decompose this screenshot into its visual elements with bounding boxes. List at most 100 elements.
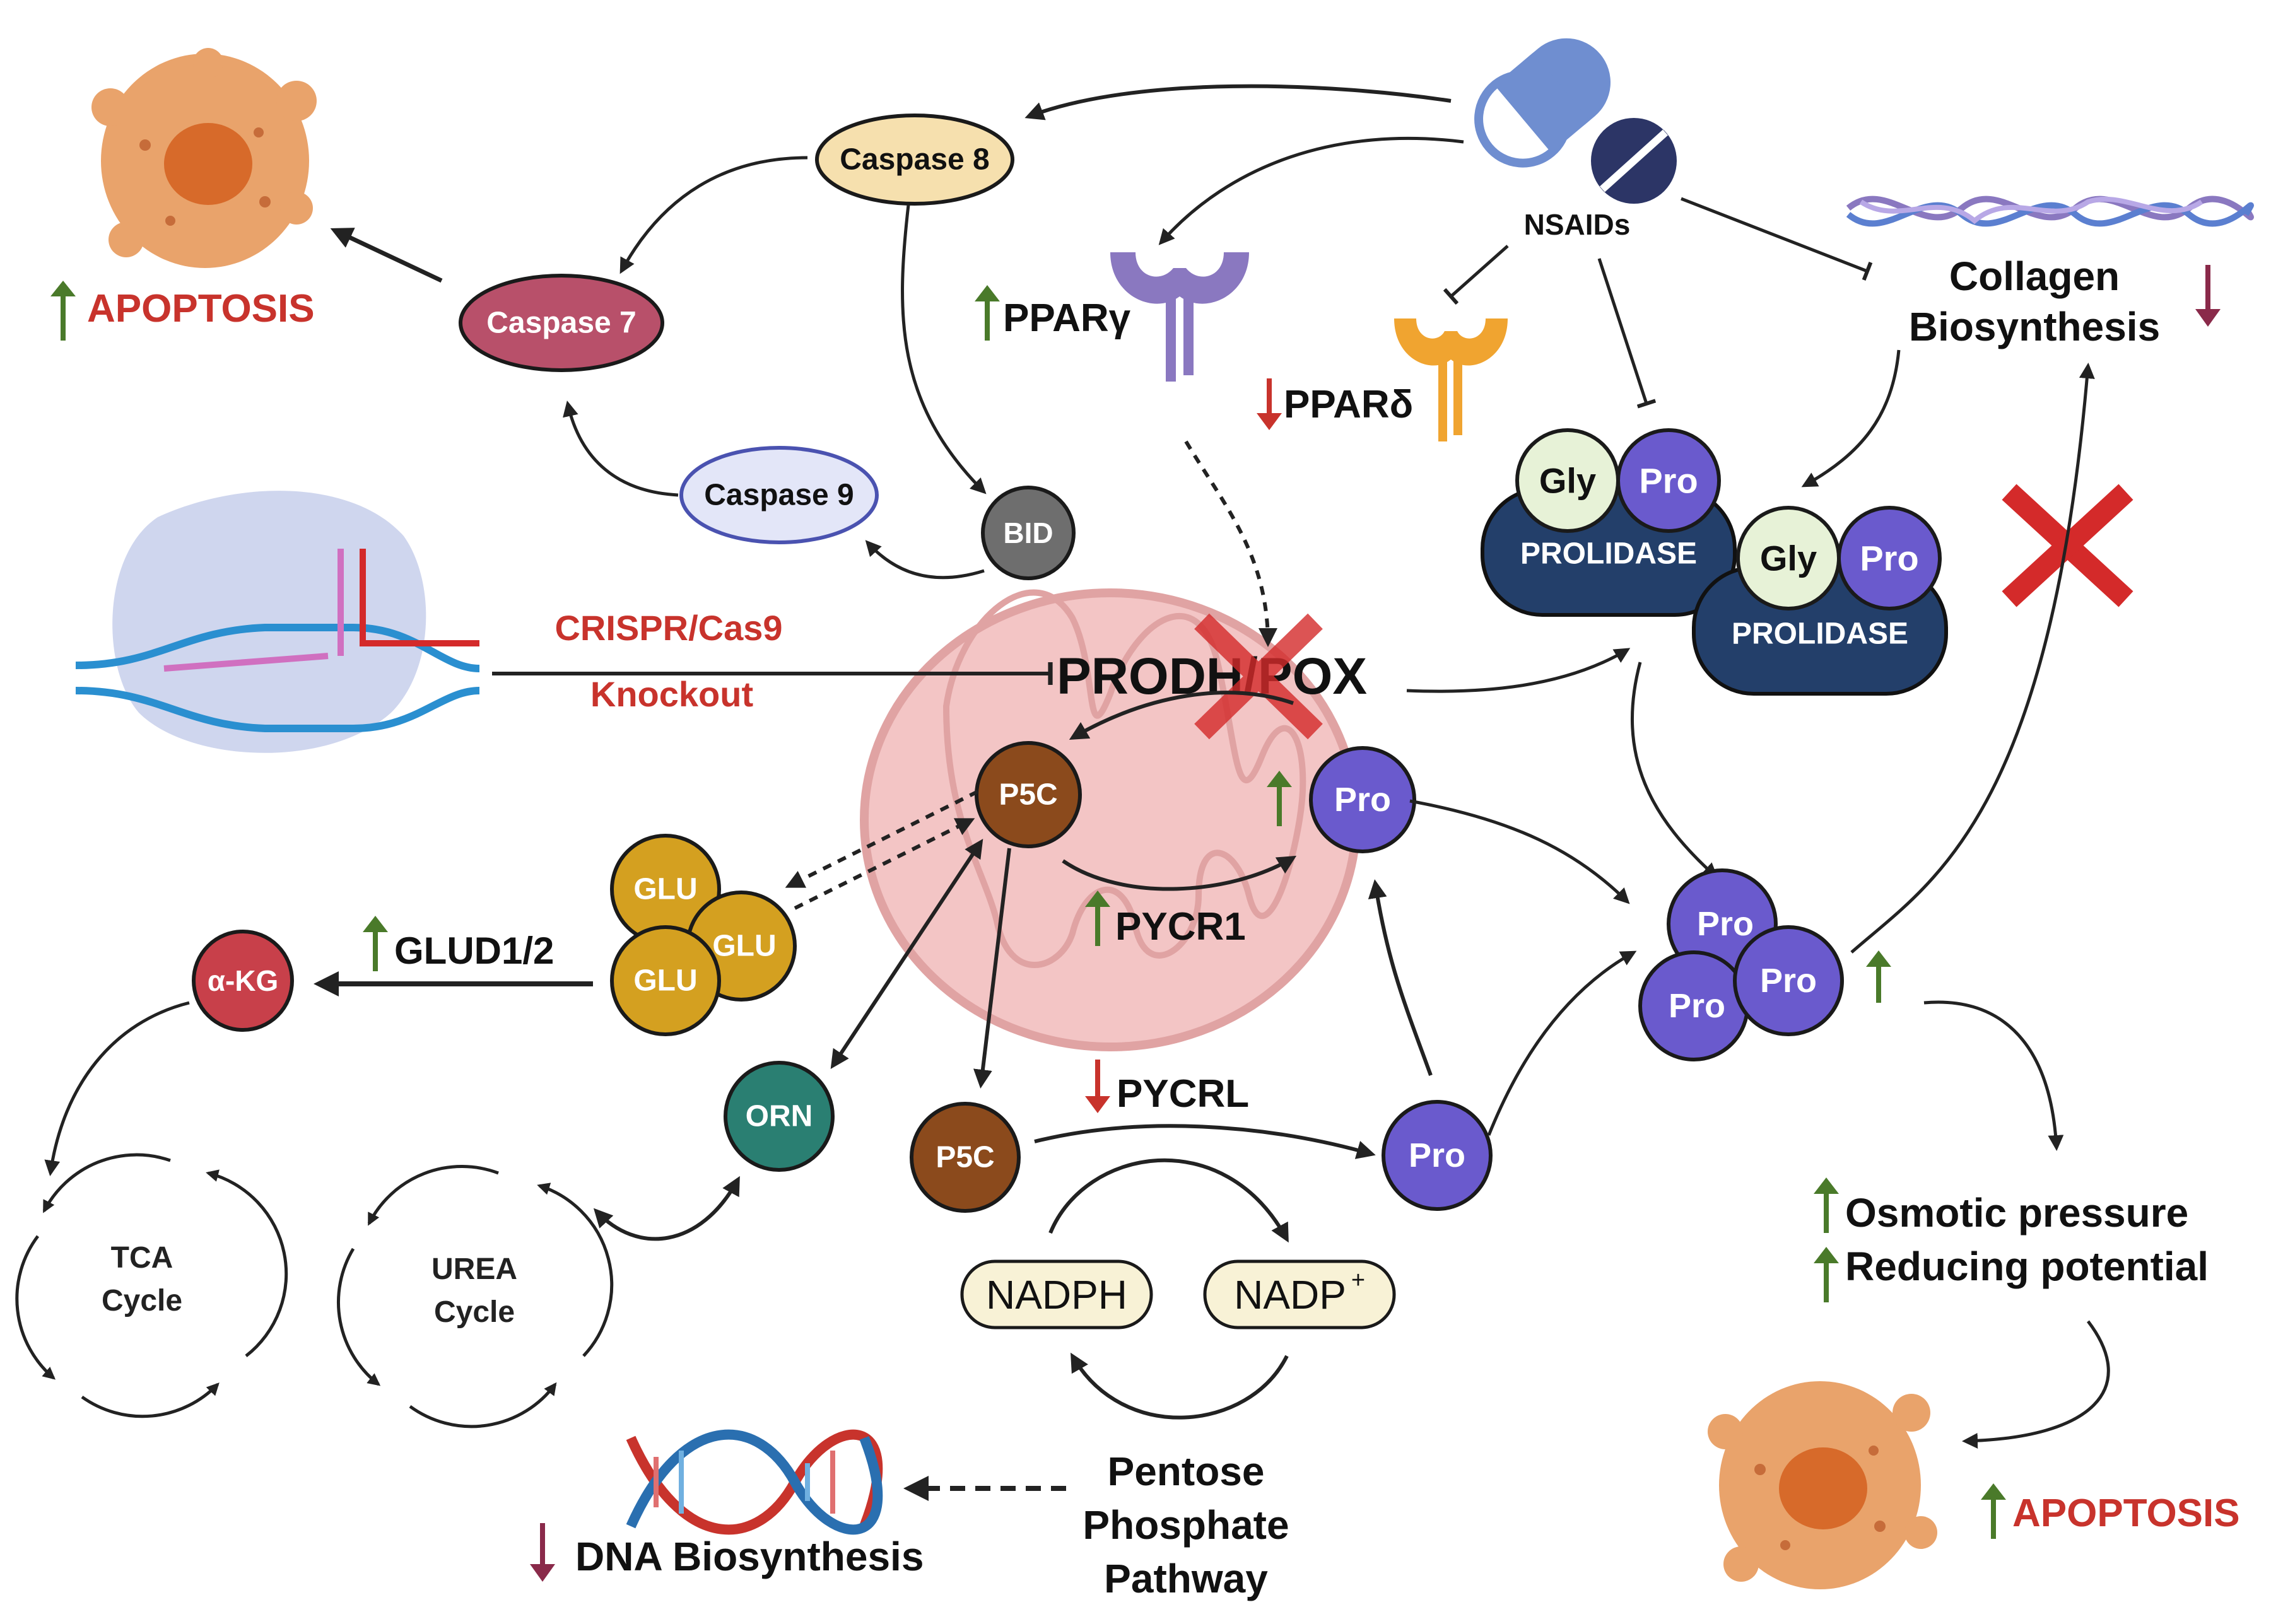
glu-label-1: GLU: [633, 873, 697, 906]
akg-to-tca-arrow: [44, 1001, 190, 1176]
caspase7-to-apoptosis-arrow: [330, 228, 443, 283]
tca-label-line2: Cycle: [102, 1284, 182, 1317]
prolidase-label-2: PROLIDASE: [1732, 617, 1908, 651]
pro-to-p5c-arrow: [1069, 691, 1294, 740]
ppp-label-line3: Pathway: [1104, 1556, 1268, 1601]
nadph-box: [960, 1259, 1153, 1329]
prolidase-complex-1: [1481, 428, 1737, 617]
caspase8-label: Caspase 8: [840, 143, 990, 177]
ppar-gamma-label: PPARγ: [1003, 296, 1131, 340]
glu-label-2: GLU: [712, 930, 776, 963]
pill-icon: [1474, 38, 1677, 204]
ppar-delta-receptor-icon: [1394, 318, 1508, 441]
osmotic-label: Osmotic pressure: [1845, 1190, 2188, 1236]
up-arrow: [975, 285, 1000, 341]
p5c-label-2: P5C: [936, 1141, 994, 1174]
ppar-gamma-receptor-icon: [1110, 252, 1249, 382]
ppar-delta-label: PPARδ: [1284, 383, 1413, 426]
collagen-label-line2: Biosynthesis: [1909, 304, 2160, 349]
orn-node: [724, 1061, 835, 1172]
pro-label-cluster-3: Pro: [1760, 962, 1817, 1000]
down-arrow: [2195, 265, 2221, 327]
gly-label-2: Gly: [1760, 539, 1817, 578]
crispr-label-line1: CRISPR/Cas9: [555, 608, 782, 648]
caspase7-node: [459, 274, 664, 372]
caspase8-to-bid-arrow: [901, 204, 987, 494]
ppar-gamma-to-prodh-arrow: [1184, 440, 1277, 647]
nadph-label: NADPH: [986, 1272, 1127, 1317]
p5c-to-pro-lower-arrow: [1034, 1124, 1376, 1159]
red-x-icon: [1194, 613, 1323, 740]
nsaids-label: NSAIDs: [1524, 208, 1631, 241]
gly-label-1: Gly: [1539, 461, 1596, 501]
p5c-node-1: [975, 741, 1082, 848]
pro-label-cluster-1: Pro: [1697, 905, 1754, 943]
urea-cycle: [337, 1165, 614, 1428]
bid-to-caspase9-arrow: [865, 540, 985, 580]
prodh-label: PRODH/POX: [1057, 648, 1367, 705]
dna-helix-icon: [626, 1429, 883, 1535]
nadp-label: NADP: [1234, 1272, 1346, 1317]
p5c-label-1: P5C: [999, 778, 1057, 812]
pro-cluster-to-collagen-arrow: [1850, 363, 2095, 954]
up-arrow: [1267, 771, 1292, 826]
pro-label-mito: Pro: [1334, 781, 1391, 819]
pro-cluster: [1638, 868, 1844, 1061]
p5c-to-pro-arrow: [1062, 855, 1297, 891]
down-arrow: [1085, 1060, 1110, 1113]
pro-label-prolidase-2: Pro: [1860, 539, 1918, 578]
ppp-label-line2: Phosphate: [1083, 1502, 1289, 1548]
red-x-icon: [2002, 484, 2133, 607]
caspase9-to-caspase7-arrow: [563, 400, 679, 497]
caspase8-node: [815, 114, 1014, 206]
caspase7-label: Caspase 7: [486, 307, 637, 340]
urea-orn-arrow: [593, 1176, 740, 1241]
urea-label-line2: Cycle: [434, 1295, 515, 1329]
nsaids-to-ppar-gamma-arrow: [1158, 136, 1464, 245]
orn-label: ORN: [746, 1100, 813, 1133]
apoptotic-cell-icon: [91, 48, 317, 268]
prolidase-to-cluster-arrow: [1631, 662, 1718, 879]
pycr1-label: PYCR1: [1115, 905, 1246, 949]
glu-cluster: [610, 834, 797, 1036]
nsaids-inhibit-prolidase: [1597, 258, 1657, 409]
up-arrow: [1814, 1177, 1839, 1233]
prolidase-label-1: PROLIDASE: [1520, 537, 1697, 571]
pro-label-cluster-2: Pro: [1669, 987, 1725, 1025]
prolidase-complex-2: [1692, 506, 1948, 696]
akg-node: [192, 930, 294, 1032]
crispr-dna-icon: [75, 491, 480, 753]
orn-p5c-arrow: [830, 838, 983, 1070]
pro-mito-to-cluster-arrow: [1409, 799, 1630, 904]
nadp-box: [1203, 1259, 1396, 1329]
down-arrow: [1257, 378, 1282, 430]
p5c-node-2: [910, 1102, 1021, 1213]
pro-node-mito: [1309, 746, 1416, 853]
ppp-label-line1: Pentose: [1108, 1449, 1265, 1494]
crispr-label-line2: Knockout: [590, 674, 753, 714]
glu-label-3: GLU: [633, 964, 697, 998]
apoptotic-cell-icon: [1708, 1381, 1937, 1589]
glud-label: GLUD1/2: [394, 930, 554, 972]
up-arrow: [363, 916, 388, 971]
pro-lower-to-cluster-arrow: [1487, 950, 1637, 1136]
collagen-label-line1: Collagen: [1949, 254, 2120, 299]
up-arrow: [1085, 891, 1110, 946]
tca-cycle: [15, 1153, 288, 1418]
bid-label: BID: [1003, 517, 1053, 549]
apoptosis-label-bottom: APOPTOSIS: [2012, 1492, 2240, 1535]
caspase9-label: Caspase 9: [704, 479, 854, 512]
p5c-to-p5c-arrow: [973, 848, 1011, 1089]
dna-label: DNA Biosynthesis: [575, 1534, 924, 1579]
caspase8-to-caspase7-arrow: [619, 156, 808, 274]
nsaids-to-caspase8-arrow: [1024, 84, 1452, 120]
reducing-label: Reducing potential: [1845, 1244, 2209, 1289]
caspase9-node: [679, 446, 879, 544]
nadph-to-nadp-arrow: [1048, 1158, 1289, 1243]
collagen-to-prolidase-arrow: [1801, 349, 1901, 488]
nsaids-inhibit-ppar-delta: [1443, 245, 1509, 305]
up-arrow: [50, 281, 76, 341]
urea-label-line1: UREA: [431, 1253, 517, 1286]
pro-label-lower: Pro: [1409, 1136, 1465, 1174]
